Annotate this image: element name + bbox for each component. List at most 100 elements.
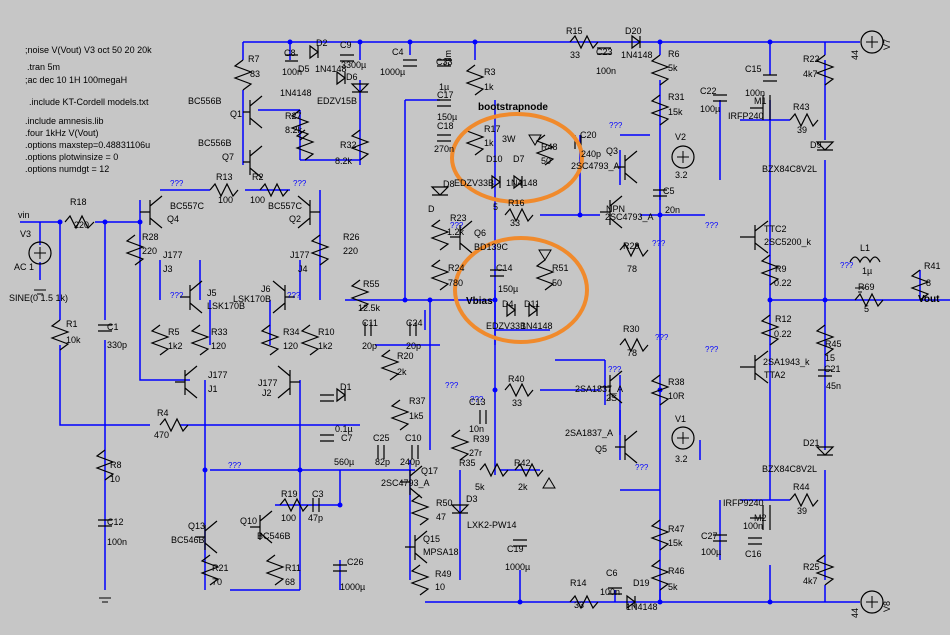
q15-name: Q15 xyxy=(423,534,440,544)
d1-value: 0.1µ xyxy=(335,424,353,434)
r33-value: 120 xyxy=(211,341,226,351)
unknown-marker: ??? xyxy=(228,461,242,470)
c9-name: C9 xyxy=(340,40,352,50)
q2s-name: 2S xyxy=(606,393,617,403)
r55-value: 12.5k xyxy=(358,303,381,313)
v8-name: V8 xyxy=(882,601,892,612)
d8-name: D8 xyxy=(443,179,455,189)
r33-name: R33 xyxy=(211,327,228,337)
r12-value: 0.22 xyxy=(774,329,792,339)
r17-name: R17 xyxy=(484,124,501,134)
unknown-marker: ??? xyxy=(170,291,184,300)
c22-name: C22 xyxy=(700,86,717,96)
directive-noise: ;noise V(Vout) V3 oct 50 20 20k xyxy=(25,45,152,55)
r46-name: R46 xyxy=(668,566,685,576)
directive-plotwinsize: .options plotwinsize = 0 xyxy=(25,152,118,162)
directive-include-models: .include KT-Cordell models.txt xyxy=(29,97,149,107)
d20-name: D20 xyxy=(625,26,642,36)
r29-name: R29 xyxy=(623,241,640,251)
q5-value: 2SA1837_A xyxy=(565,428,613,438)
c10-value: 240p xyxy=(400,457,420,467)
r20-value: 2k xyxy=(397,367,407,377)
q3-value: 2SC4793_A xyxy=(571,161,620,171)
r40-name: R40 xyxy=(508,374,525,384)
highlight-annotations xyxy=(450,112,589,344)
c14-value: 150µ xyxy=(498,284,518,294)
r16-value: 33 xyxy=(510,218,520,228)
r41-name: R41 xyxy=(924,261,941,271)
c6-name: C6 xyxy=(606,568,618,578)
r41-value: 8 xyxy=(926,278,931,288)
m1-value: IRFP240 xyxy=(728,111,764,121)
j3-value: J177 xyxy=(163,250,183,260)
c24-value: 20p xyxy=(406,341,421,351)
tta2-value: 2SA1943_k xyxy=(763,357,810,367)
m2-value: IRFP9240 xyxy=(723,498,764,508)
r38-name: R38 xyxy=(668,377,685,387)
r29-value: 78 xyxy=(627,264,637,274)
v7-value: 44 xyxy=(850,50,860,60)
unknown-marker: ??? xyxy=(450,221,464,230)
r19-value: 100 xyxy=(281,513,296,523)
c23-name: C23 xyxy=(596,47,613,57)
d5-value: 1N4148 xyxy=(280,88,312,98)
d4-value: EDZV33B xyxy=(486,321,526,331)
r47-name: R47 xyxy=(668,524,685,534)
capacitor-symbols xyxy=(98,47,832,595)
r24-name: R24 xyxy=(448,263,465,273)
junctions xyxy=(57,39,828,605)
r14-value: 33 xyxy=(574,600,584,610)
r26-value: 220 xyxy=(343,246,358,256)
c20-name: C20 xyxy=(580,130,597,140)
unknown-marker: ??? xyxy=(445,381,459,390)
r49-name: R49 xyxy=(435,569,452,579)
c21-value: 45n xyxy=(826,381,841,391)
r6-value: 5k xyxy=(668,63,678,73)
transistor-symbols xyxy=(140,95,771,564)
component-labels: V3 AC 1 SINE(0 1.5 1k) V2 3.2 V1 3.2 V7 … xyxy=(9,26,941,618)
j2-value: J177 xyxy=(258,378,278,388)
unknown-marker: ??? xyxy=(635,463,649,472)
r21-value: 70 xyxy=(212,577,222,587)
r44-name: R44 xyxy=(793,482,810,492)
c25-value: 82p xyxy=(375,457,390,467)
d8-value: D xyxy=(428,204,435,214)
unknown-marker: ??? xyxy=(705,345,719,354)
r50-value: 47 xyxy=(436,512,446,522)
c10-name: C10 xyxy=(405,433,422,443)
q4-name: Q4 xyxy=(167,214,179,224)
d9-value: BZX84C8V2L xyxy=(762,164,817,174)
c11-name: C11 xyxy=(362,318,378,328)
c25-name: C25 xyxy=(373,433,390,443)
c8-value: 100n xyxy=(282,67,302,77)
r42-value: 2k xyxy=(518,482,528,492)
r45-value: 15 xyxy=(825,353,835,363)
r30-name: R30 xyxy=(623,324,640,334)
c16-name: C16 xyxy=(745,549,762,559)
r35-value: 5k xyxy=(475,482,485,492)
c26-value: 1000µ xyxy=(340,582,365,592)
c21-name: C21 xyxy=(824,364,841,374)
unknown-marker: ??? xyxy=(705,221,719,230)
directive-ac: ;ac dec 10 1H 100megaH xyxy=(25,75,127,85)
q4-value: BC557C xyxy=(170,201,205,211)
d7-value: 1N4148 xyxy=(506,178,538,188)
r28-name: R28 xyxy=(142,232,159,242)
unknown-marker: ??? xyxy=(840,261,854,270)
v3-source-spec: SINE(0 1.5 1k) xyxy=(9,293,68,303)
r22-name: R22 xyxy=(803,54,820,64)
tta2-name: TTA2 xyxy=(764,370,785,380)
r9-name: R9 xyxy=(775,264,787,274)
r26-name: R26 xyxy=(343,232,360,242)
r50-name: R50 xyxy=(436,498,453,508)
c16-value: 100n xyxy=(743,521,763,531)
r19-name: R19 xyxy=(281,489,298,499)
d21-name: D21 xyxy=(803,438,820,448)
q17-name: Q17 xyxy=(421,466,438,476)
r43-name: R43 xyxy=(793,102,810,112)
c5-name: C5 xyxy=(663,186,675,196)
q1-value: BC556B xyxy=(188,96,222,106)
j6-name: J6 xyxy=(261,284,271,294)
c20-value: 240p xyxy=(581,149,601,159)
